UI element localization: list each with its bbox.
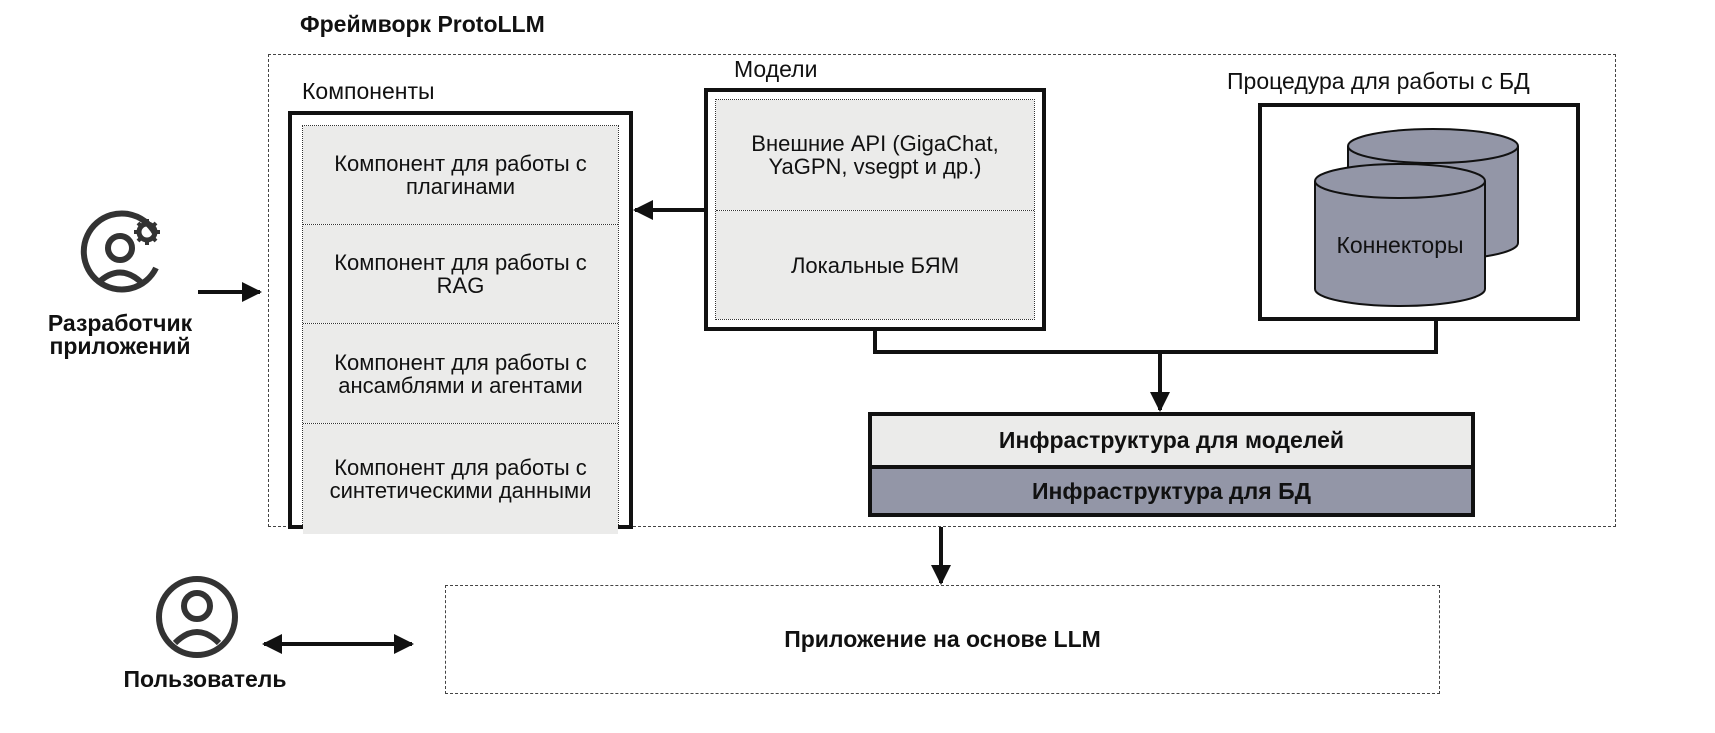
user-icon — [156, 576, 238, 658]
db-label: Процедура для работы с БД — [1227, 68, 1530, 94]
infra-models: Инфраструктура для моделей — [872, 416, 1471, 469]
user-label: Пользователь — [123, 666, 287, 692]
database-cylinder-icon — [1314, 128, 1519, 307]
components-list: Компонент для работы с плагинами Компоне… — [302, 125, 619, 534]
models-list: Внешние API (GigaChat, YaGPN, vsegpt и д… — [715, 99, 1035, 320]
separator — [303, 224, 618, 225]
separator — [303, 323, 618, 324]
model-local-llm: Локальные БЯМ — [716, 211, 1034, 319]
llm-app-box: Приложение на основе LLM — [445, 585, 1440, 694]
model-external-api: Внешние API (GigaChat, YaGPN, vsegpt и д… — [716, 100, 1034, 210]
separator — [303, 423, 618, 424]
separator — [716, 210, 1034, 211]
models-box: Внешние API (GigaChat, YaGPN, vsegpt и д… — [704, 88, 1046, 331]
diagram-title: Фреймворк ProtoLLM — [300, 11, 545, 37]
components-label: Компоненты — [302, 78, 435, 104]
infrastructure-box: Инфраструктура для моделей Инфраструктур… — [868, 412, 1475, 517]
component-rag: Компонент для работы с RAG — [303, 225, 618, 323]
component-synthetic-data: Компонент для работы с синтетическими да… — [303, 424, 618, 534]
gear-icon — [134, 219, 160, 245]
infra-db: Инфраструктура для БД — [872, 469, 1471, 513]
connectors-label: Коннекторы — [1336, 232, 1464, 258]
component-plugins: Компонент для работы с плагинами — [303, 126, 618, 224]
framework-frame — [268, 54, 1616, 527]
components-box: Компонент для работы с плагинами Компоне… — [288, 111, 633, 534]
models-label: Модели — [734, 56, 818, 82]
component-ensembles-agents: Компонент для работы с ансамблями и аген… — [303, 324, 618, 423]
developer-gear-icon — [80, 210, 159, 293]
developer-label: Разработчик приложений — [47, 310, 193, 359]
connector-line — [873, 321, 1438, 354]
